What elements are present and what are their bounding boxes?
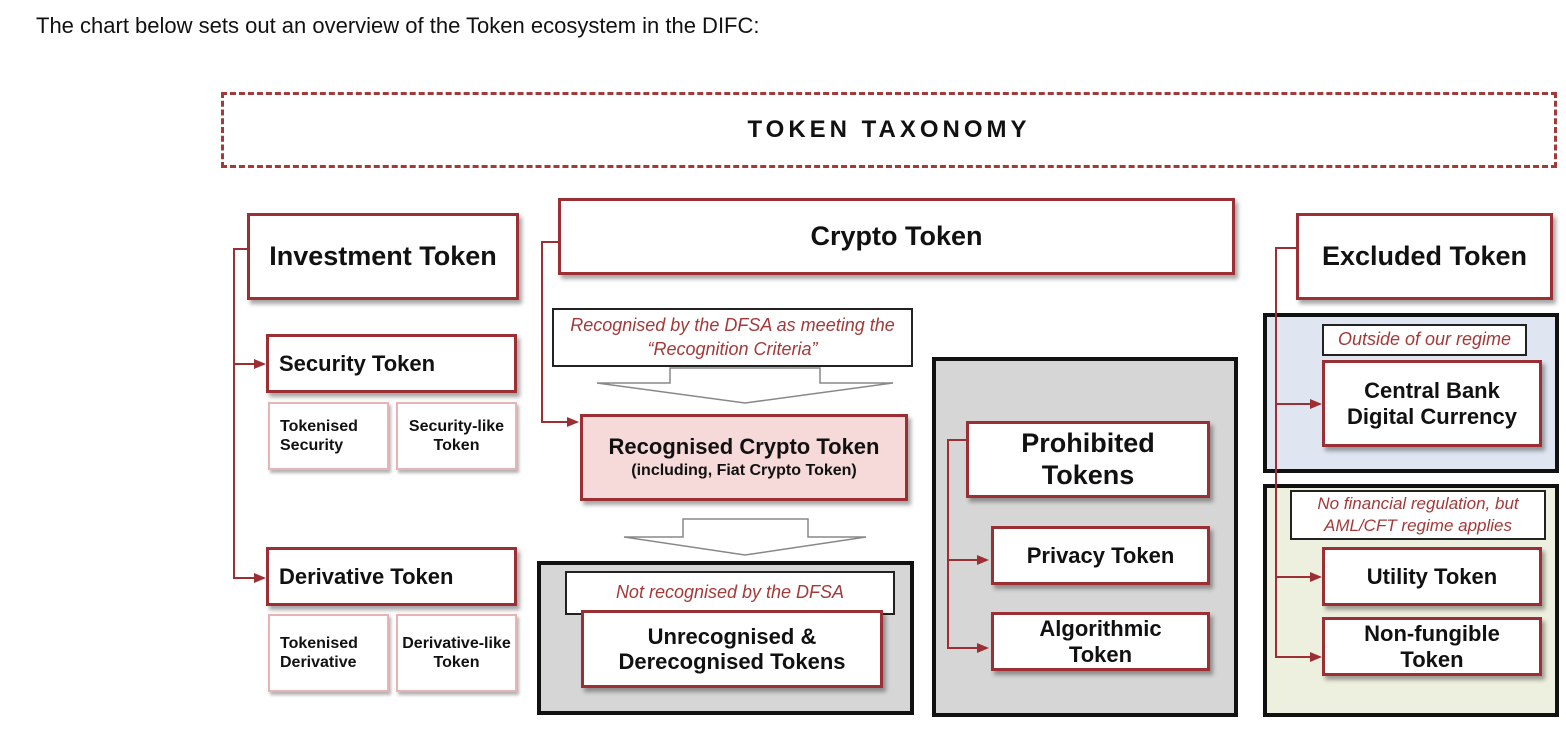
tokenised-derivative-box: Tokenised Derivative <box>268 614 389 692</box>
crypto-token-box: Crypto Token <box>558 198 1235 275</box>
utility-token-box: Utility Token <box>1322 547 1542 606</box>
unrecognised-tokens-box: Unrecognised & Derecognised Tokens <box>581 610 883 688</box>
token-taxonomy-title: TOKEN TAXONOMY <box>221 92 1557 168</box>
aml-cft-note: No financial regulation, but AML/CFT reg… <box>1290 490 1546 540</box>
prohibited-tokens-box: Prohibited Tokens <box>966 421 1210 498</box>
recognised-crypto-token-box: Recognised Crypto Token (including, Fiat… <box>580 414 908 501</box>
central-bank-digital-currency-box: Central Bank Digital Currency <box>1322 360 1542 447</box>
derivative-token-box: Derivative Token <box>266 547 517 606</box>
investment-token-box: Investment Token <box>247 213 519 300</box>
security-token-box: Security Token <box>266 334 517 393</box>
intro-text: The chart below sets out an overview of … <box>36 13 760 38</box>
derivative-like-token-box: Derivative-like Token <box>396 614 517 692</box>
recognition-criteria-note: Recognised by the DFSA as meeting the “R… <box>552 308 913 367</box>
algorithmic-token-box: Algorithmic Token <box>991 612 1210 671</box>
privacy-token-box: Privacy Token <box>991 526 1210 585</box>
excluded-token-box: Excluded Token <box>1296 213 1553 300</box>
unrecognised-arrow <box>623 518 867 556</box>
tokenised-security-box: Tokenised Security <box>268 402 389 470</box>
non-fungible-token-box: Non-fungible Token <box>1322 617 1542 676</box>
recognition-arrow <box>596 367 894 404</box>
outside-regime-note: Outside of our regime <box>1322 324 1527 356</box>
down-arrows <box>596 367 894 556</box>
not-recognised-note: Not recognised by the DFSA <box>565 571 895 615</box>
security-like-token-box: Security-like Token <box>396 402 517 470</box>
